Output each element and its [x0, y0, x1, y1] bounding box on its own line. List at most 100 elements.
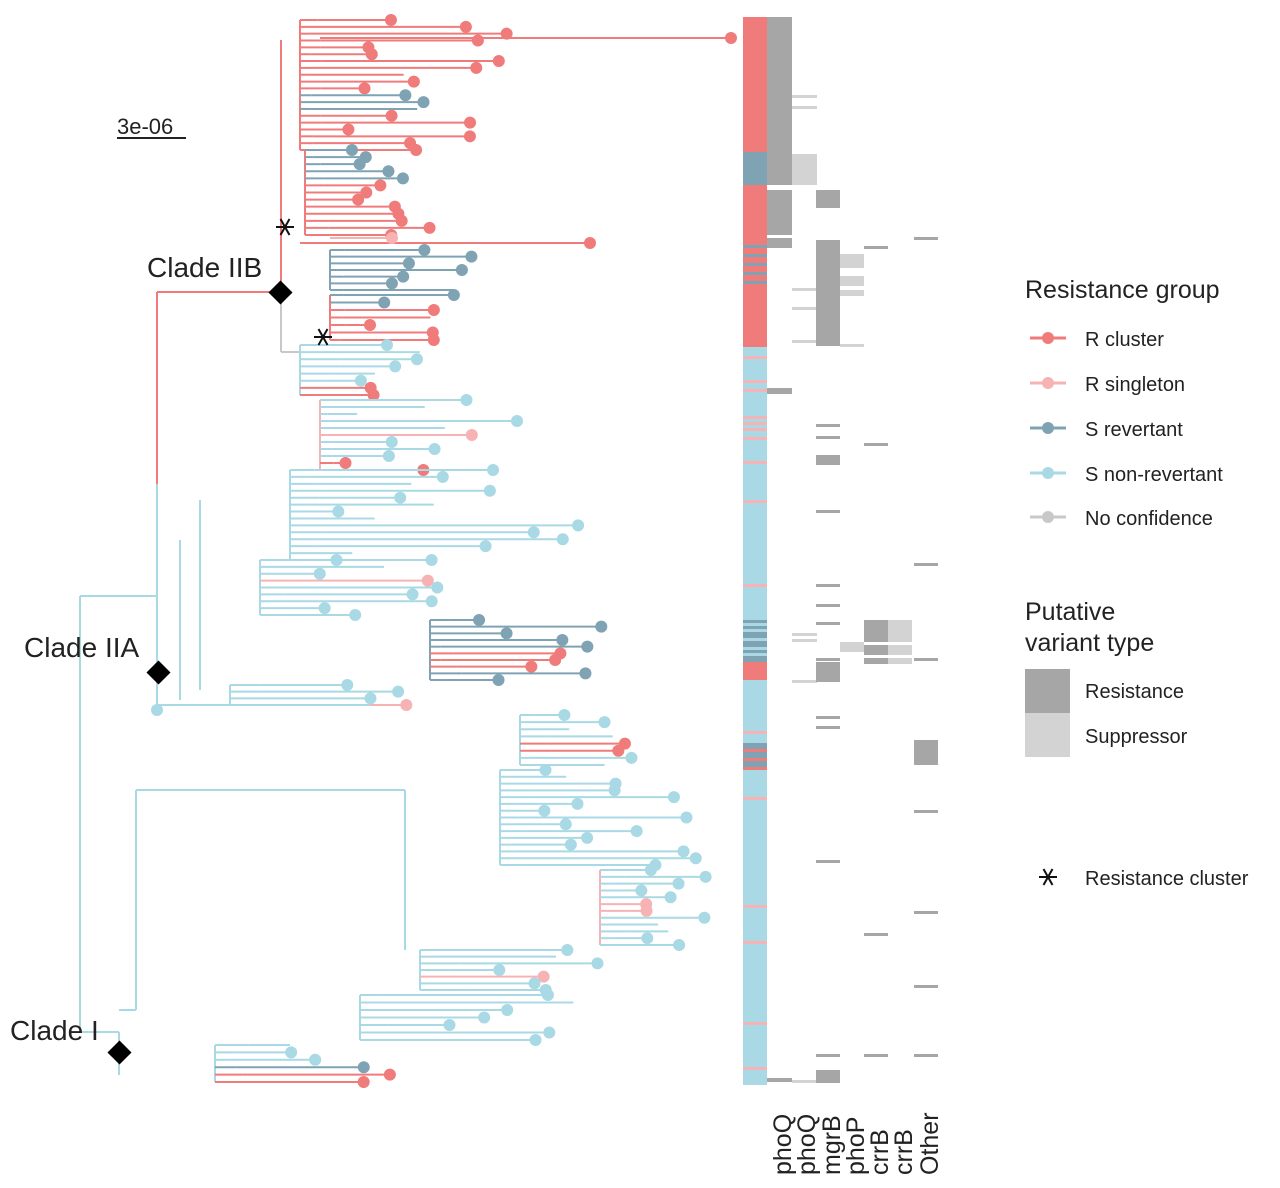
heatmap-cell: [743, 1037, 767, 1040]
legend-label-s-nonrevertant: S non-revertant: [1085, 464, 1223, 486]
heatmap-cell: [743, 347, 767, 350]
heatmap-cell: [743, 203, 767, 206]
heatmap-cell: [743, 593, 767, 596]
heatmap-cell: [743, 185, 767, 188]
heatmap-cell: [743, 866, 767, 869]
tree-tip: [459, 20, 472, 33]
tree-tip: [406, 588, 419, 601]
heatmap-cell: [743, 209, 767, 212]
legend-resistance-group: Resistance group R cluster R singleton S…: [1025, 276, 1223, 530]
tree-tip: [427, 334, 440, 346]
heatmap-cell: [743, 392, 767, 395]
heatmap-cell: [743, 1016, 767, 1019]
heatmap-cell: [743, 1022, 767, 1025]
heatmap-cell: [743, 239, 767, 242]
heatmap-cell: [767, 190, 792, 235]
heatmap-cell: [743, 431, 767, 434]
tree-tip: [483, 484, 496, 497]
heatmap-cell: [743, 905, 767, 908]
heatmap-cell: [816, 658, 840, 661]
heatmap-cell: [743, 1079, 767, 1082]
heatmap-cell: [743, 407, 767, 410]
clade-IIA-label: Clade IIA: [24, 632, 139, 663]
heatmap-cell: [743, 848, 767, 851]
heatmap-cell: [743, 443, 767, 446]
tree-tip: [680, 811, 693, 824]
heatmap-cell: [743, 380, 767, 383]
tree-tip: [556, 634, 569, 646]
column-label-phoQ-suppressor: phoQ: [793, 1114, 821, 1175]
tree-tip: [397, 270, 410, 283]
tree-tip: [625, 751, 638, 764]
heatmap-cell: [743, 908, 767, 911]
heatmap-cell: [743, 914, 767, 917]
heatmap-cell: [743, 293, 767, 296]
heatmap-cell: [743, 725, 767, 728]
tree-tip: [360, 186, 373, 199]
heatmap-cell: [743, 404, 767, 407]
heatmap-cell: [743, 1028, 767, 1031]
heatmap-cell: [743, 548, 767, 551]
heatmap-cell: [743, 290, 767, 293]
tree-tip: [558, 709, 571, 721]
heatmap-cell: [743, 446, 767, 449]
heatmap-cell: [840, 254, 864, 268]
tree-tip: [313, 567, 326, 580]
heatmap-cell: [743, 929, 767, 932]
heatmap-cell: [743, 1010, 767, 1013]
heatmap-cell: [816, 436, 840, 439]
heatmap-cell: [743, 353, 767, 356]
heatmap-cell: [743, 491, 767, 494]
heatmap-cell: [743, 647, 767, 650]
heatmap-cell: [743, 137, 767, 140]
heatmap-cell: [743, 656, 767, 659]
heatmap-cell: [743, 941, 767, 944]
tree-tip: [470, 61, 483, 74]
resistance-cluster-asterisk: [276, 218, 294, 236]
heatmap-cell: [743, 944, 767, 947]
heatmap-cell: [743, 74, 767, 77]
heatmap-cell: [743, 332, 767, 335]
heatmap-cell: [743, 167, 767, 170]
heatmap-cell: [743, 377, 767, 380]
heatmap-cell: [743, 887, 767, 890]
heatmap-cell: [743, 1052, 767, 1055]
heatmap-cell: [743, 422, 767, 425]
tree-tip: [644, 864, 657, 876]
heatmap-cell: [792, 639, 817, 642]
heatmap-cell: [743, 854, 767, 857]
heatmap-cell: [743, 896, 767, 899]
heatmap-cell: [743, 227, 767, 230]
heatmap-cell: [743, 803, 767, 806]
legend-resistance-cluster: Resistance cluster: [1039, 868, 1249, 890]
heatmap-cell: [792, 633, 817, 636]
tree-tip: [487, 464, 500, 476]
tree-tip: [389, 360, 402, 373]
heatmap-cell: [816, 455, 840, 465]
legend-item-r-singleton: R singleton: [1030, 374, 1185, 396]
legend-variant-type: Putative variant type Resistance Suppres…: [1025, 598, 1188, 757]
heatmap-cell: [743, 29, 767, 32]
column-label-mgrB: mgrB: [818, 1115, 846, 1175]
tree-tip: [365, 48, 378, 61]
heatmap-cell: [743, 938, 767, 941]
heatmap-cell: [743, 860, 767, 863]
heatmap-cell: [743, 545, 767, 548]
tree-tip: [612, 744, 625, 757]
heatmap-cell: [816, 240, 840, 346]
heatmap-cell: [816, 726, 840, 729]
tree-tip: [349, 609, 362, 621]
heatmap-cell: [743, 191, 767, 194]
heatmap-cell: [840, 290, 864, 296]
tree-tip: [473, 614, 486, 626]
heatmap-cell: [743, 611, 767, 614]
heatmap-cell: [743, 560, 767, 563]
heatmap-cell: [743, 338, 767, 341]
heatmap-cell: [743, 479, 767, 482]
tree-tip: [353, 158, 366, 171]
heatmap-cell: [743, 755, 767, 758]
heatmap-cell: [914, 911, 938, 914]
heatmap-cell: [743, 878, 767, 881]
tree-tip: [354, 374, 367, 387]
heatmap-cell: [743, 38, 767, 41]
